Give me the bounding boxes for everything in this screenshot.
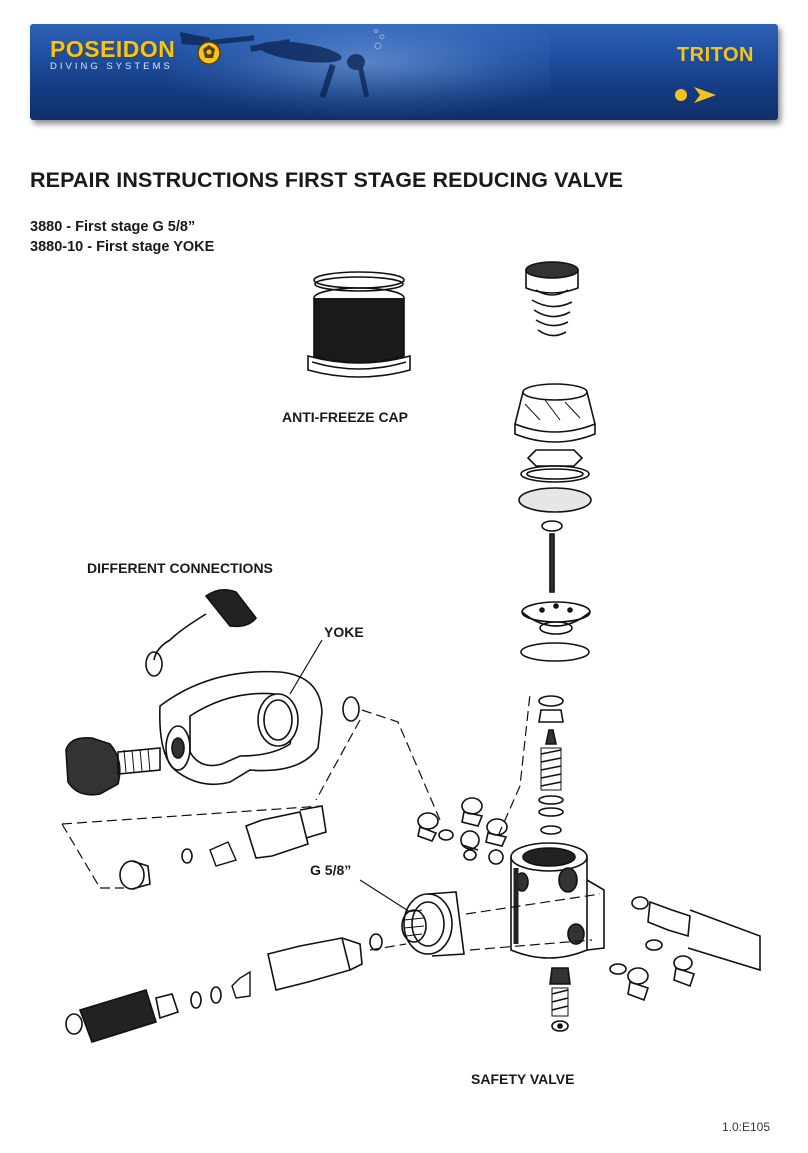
safety-valve-part [549, 967, 571, 1032]
arrow-right-icon [694, 87, 716, 103]
bottom-fittings [65, 937, 363, 1043]
bottom-dashed-line [369, 943, 407, 951]
pin-part [549, 533, 555, 593]
model-3880: 3880 - First stage G 5/8” [30, 219, 196, 235]
logo-subtitle: DIVING SYSTEMS [50, 61, 173, 72]
product-name: TRITON [676, 44, 754, 66]
nav-arrow[interactable] [674, 84, 722, 106]
label-different-connections: DIFFERENT CONNECTIONS [87, 560, 273, 576]
model-3880-10: 3880-10 - First stage YOKE [30, 239, 215, 255]
nut-part [526, 449, 584, 467]
dust-cap-part [145, 588, 258, 677]
washer-ring [520, 465, 590, 483]
filter-disc [518, 487, 592, 513]
yoke-leader [289, 639, 323, 695]
dot-icon [675, 89, 687, 101]
yoke-part [158, 670, 323, 786]
label-anti-freeze-cap: ANTI-FREEZE CAP [282, 409, 408, 425]
anti-freeze-cap-part [307, 271, 411, 378]
top-cap-part [525, 261, 579, 337]
diver-image [180, 29, 385, 99]
o-ring-large [520, 642, 590, 662]
knob-part [65, 736, 161, 796]
hose-part [609, 896, 761, 1002]
small-washer [541, 520, 563, 532]
diaphragm-part [521, 601, 591, 635]
g58-connector-part [401, 891, 465, 957]
dashed-bracket [61, 805, 323, 889]
spring-housing-part [514, 383, 596, 443]
g58-leader [359, 879, 411, 913]
footer-code: 1.0:E105 [721, 1120, 770, 1134]
header-banner: POSEIDON DIVING SYSTEMS TRITON [30, 24, 778, 120]
logo-emblem-icon [197, 41, 221, 65]
brand-right: TRITON [677, 44, 754, 67]
label-g58: G 5/8” [310, 862, 352, 878]
page-title: REPAIR INSTRUCTIONS FIRST STAGE REDUCING… [30, 168, 624, 192]
connection-fittings [119, 805, 327, 890]
yoke-o-ring [342, 696, 360, 722]
logo-name: POSEIDON [50, 36, 176, 62]
label-yoke: YOKE [324, 624, 364, 640]
label-safety-valve: SAFETY VALVE [471, 1071, 575, 1087]
side-plugs [417, 797, 508, 865]
logo[interactable]: POSEIDON DIVING SYSTEMS [50, 36, 221, 72]
